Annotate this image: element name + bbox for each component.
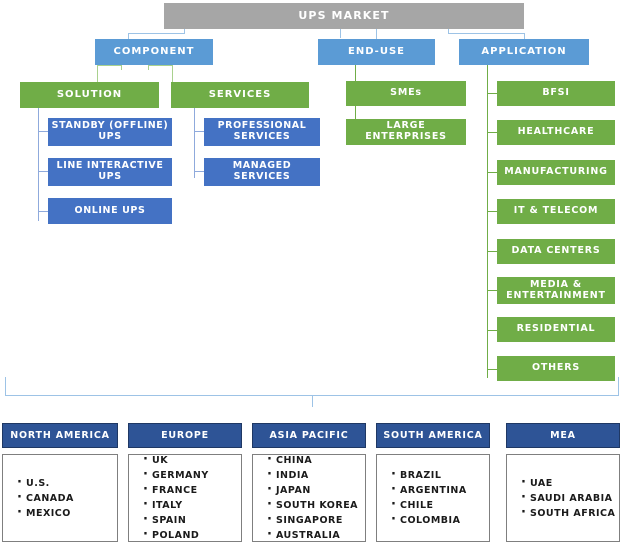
region-header-asia-pacific[interactable]: ASIA PACIFIC [252,423,366,448]
connector-component-to-services-v [172,65,173,82]
connector-root-to-component-v [128,33,129,39]
list-item: POLAND [143,527,241,543]
node-healthcare[interactable]: HEALTHCARE [497,120,615,145]
list-item: JAPAN [267,482,365,498]
region-body-asia-pacific: CHINA INDIA JAPAN SOUTH KOREA SINGAPORE … [252,452,366,543]
region-header-north-america[interactable]: NORTH AMERICA [2,423,118,448]
node-manufacturing[interactable]: MANUFACTURING [497,160,615,185]
list-item: CHINA [267,452,365,468]
node-managed-services[interactable]: MANAGED SERVICES [204,158,320,186]
node-online-ups[interactable]: ONLINE UPS [48,198,172,224]
connector-services-stub-1 [194,131,204,132]
node-solution[interactable]: SOLUTION [20,82,159,108]
node-component[interactable]: COMPONENT [95,39,213,65]
connector-regions-bracket-right [618,377,619,395]
connector-component-to-services-h [148,65,172,66]
connector-solution-stub-2 [38,171,48,172]
connector-component-stub-left [121,65,122,70]
region-country-list-north-america: U.S. CANADA MEXICO [3,475,117,521]
list-item: SPAIN [143,512,241,528]
list-item: ITALY [143,497,241,513]
node-line-interactive-ups[interactable]: LINE INTERACTIVE UPS [48,158,172,186]
connector-application-stub-1 [487,93,498,94]
connector-solution-spine [38,108,39,221]
region-body-mea: UAE SAUDI ARABIA SOUTH AFRICA [506,454,620,542]
list-item: FRANCE [143,482,241,498]
region-header-south-america[interactable]: SOUTH AMERICA [376,423,490,448]
node-smes[interactable]: SMEs [346,81,466,106]
region-country-list-mea: UAE SAUDI ARABIA SOUTH AFRICA [507,475,619,521]
connector-component-to-solution-h [97,65,121,66]
connector-application-spine [487,65,488,378]
node-ups-market[interactable]: UPS MARKET [164,3,524,29]
list-item: CHILE [391,497,489,513]
node-bfsi[interactable]: BFSI [497,81,615,106]
list-item: ARGENTINA [391,482,489,498]
connector-services-stub-2 [194,171,204,172]
list-item: SAUDI ARABIA [521,490,619,506]
list-item: UAE [521,475,619,491]
node-media-entertainment[interactable]: MEDIA & ENTERTAINMENT [497,277,615,304]
connector-services-spine [194,108,195,178]
list-item: INDIA [267,467,365,483]
node-services[interactable]: SERVICES [171,82,309,108]
connector-solution-stub-3 [38,211,48,212]
list-item: AUSTRALIA [267,527,365,543]
list-item: BRAZIL [391,467,489,483]
connector-application-stub-6 [487,290,498,291]
node-residential[interactable]: RESIDENTIAL [497,317,615,342]
connector-application-stub-4 [487,211,498,212]
list-item: U.S. [17,475,117,491]
region-header-europe[interactable]: EUROPE [128,423,242,448]
connector-application-stub-7 [487,330,498,331]
connector-root-to-application-h [448,33,524,34]
connector-application-stub-3 [487,172,498,173]
node-it-telecom[interactable]: IT & TELECOM [497,199,615,224]
region-country-list-europe: UK GERMANY FRANCE ITALY SPAIN POLAND [129,452,241,543]
node-large-enterprises[interactable]: LARGE ENTERPRISES [346,119,466,145]
connector-component-to-solution-v [97,65,98,82]
connector-root-bracket-left-b [448,29,449,34]
list-item: COLOMBIA [391,512,489,528]
connector-solution-stub-1 [38,131,48,132]
connector-regions-bracket-center-stub [312,395,313,407]
connector-application-stub-8 [487,369,498,370]
region-body-europe: UK GERMANY FRANCE ITALY SPAIN POLAND [128,452,242,543]
node-professional-services[interactable]: PROFESSIONAL SERVICES [204,118,320,146]
region-country-list-south-america: BRAZIL ARGENTINA CHILE COLOMBIA [377,467,489,528]
connector-component-stub-right [148,65,149,70]
node-data-centers[interactable]: DATA CENTERS [497,239,615,264]
list-item: SOUTH KOREA [267,497,365,513]
node-end-use[interactable]: END-USE [318,39,435,65]
list-item: MEXICO [17,505,117,521]
node-standby-offline-ups[interactable]: STANDBY (OFFLINE) UPS [48,118,172,146]
connector-root-to-enduse [376,29,377,39]
region-country-list-asia-pacific: CHINA INDIA JAPAN SOUTH KOREA SINGAPORE … [253,452,365,543]
list-item: CANADA [17,490,117,506]
list-item: SOUTH AFRICA [521,505,619,521]
region-body-south-america: BRAZIL ARGENTINA CHILE COLOMBIA [376,454,490,542]
connector-root-bracket-right-a [184,29,185,34]
connector-application-stub-2 [487,132,498,133]
node-others[interactable]: OTHERS [497,356,615,381]
connector-regions-bracket-left [5,377,6,395]
list-item: SINGAPORE [267,512,365,528]
node-application[interactable]: APPLICATION [459,39,589,65]
region-header-mea[interactable]: MEA [506,423,620,448]
region-body-north-america: U.S. CANADA MEXICO [2,454,118,542]
connector-root-to-component-h [128,33,184,34]
connector-root-to-application-v [524,33,525,39]
connector-application-stub-5 [487,251,498,252]
list-item: GERMANY [143,467,241,483]
connector-root-stub [340,29,341,38]
list-item: UK [143,452,241,468]
